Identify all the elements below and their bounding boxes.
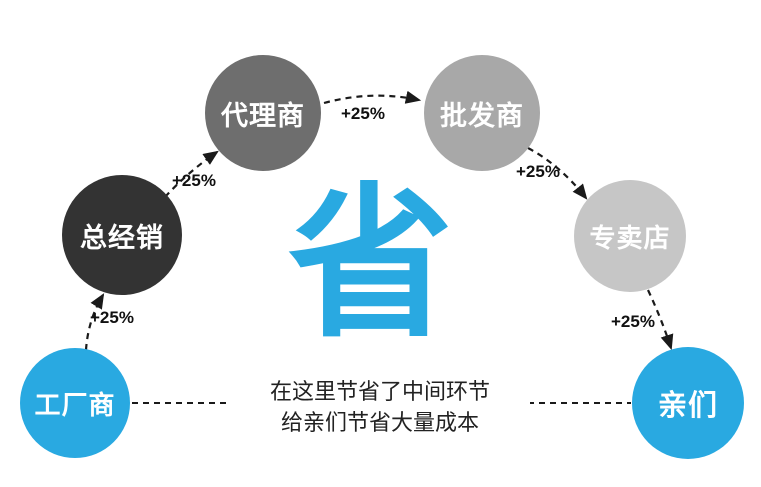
node-factory-label: 工厂商 <box>34 389 116 420</box>
caption: 在这里节省了中间环节 给亲们节省大量成本 <box>230 376 530 438</box>
percent-label-agent-to-wholesaler: +25% <box>341 104 385 123</box>
node-agent: 代理商 <box>205 55 321 171</box>
node-specialty-store-label: 专卖店 <box>589 222 671 253</box>
percent-label-general-distributor-to-agent: +25% <box>172 171 216 190</box>
percent-label-wholesaler-to-specialty-store: +25% <box>516 162 560 181</box>
caption-line-2: 给亲们节省大量成本 <box>280 410 479 435</box>
node-customers: 亲们 <box>632 347 744 459</box>
caption-line-1: 在这里节省了中间环节 <box>269 379 490 404</box>
node-factory: 工厂商 <box>20 348 130 458</box>
node-agent-label: 代理商 <box>221 100 305 131</box>
node-wholesaler: 批发商 <box>424 55 540 171</box>
center-save-character: 省 <box>288 172 453 356</box>
node-customers-label: 亲们 <box>657 390 718 422</box>
percent-label-specialty-store-to-customers: +25% <box>611 312 655 331</box>
node-general-distributor-label: 总经销 <box>80 222 164 253</box>
arrow-agent-to-wholesaler <box>323 90 422 105</box>
node-wholesaler-label: 批发商 <box>440 100 524 131</box>
percent-label-factory-to-general-distributor: +25% <box>90 308 134 327</box>
node-general-distributor: 总经销 <box>62 175 182 295</box>
node-specialty-store: 专卖店 <box>574 180 686 292</box>
